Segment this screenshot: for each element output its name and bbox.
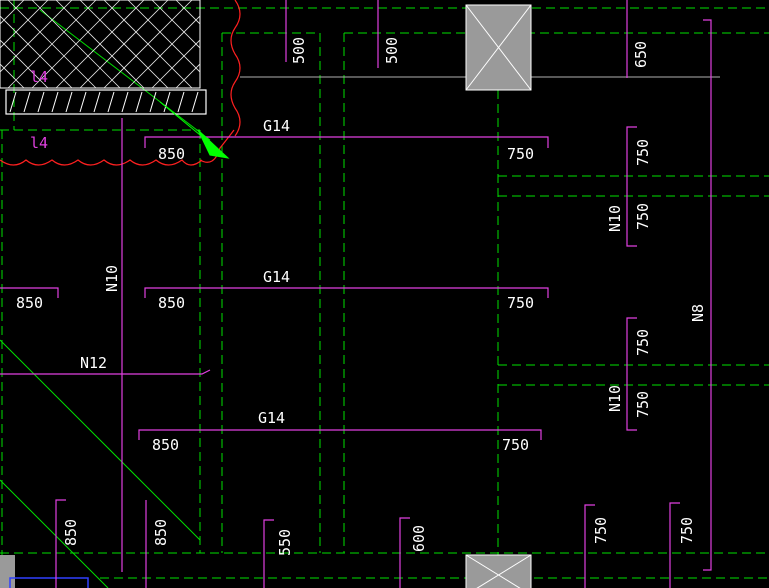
revision-cloud <box>0 0 241 166</box>
hatched-opening <box>0 0 360 115</box>
rebar-left-850 <box>0 287 59 298</box>
dim-850-low: 850 <box>152 436 179 454</box>
label-n10-right-top: N10 <box>606 205 624 232</box>
dim-550: 550 <box>276 529 294 556</box>
dim-850-bl2: 850 <box>152 519 170 546</box>
arrow-shaft <box>159 101 229 159</box>
label-g14-mid: G14 <box>263 268 290 286</box>
hatch-line <box>55 0 145 88</box>
dim-750-b1: 750 <box>592 517 610 544</box>
label-n12: N12 <box>80 354 107 372</box>
hatch-line <box>272 0 360 88</box>
stair-line <box>23 91 31 113</box>
stair-line <box>65 91 73 113</box>
rebar-bottom-550 <box>263 519 274 588</box>
dim-500-a: 500 <box>290 37 308 64</box>
rebar-lines <box>0 0 712 588</box>
hatch-line <box>31 0 121 88</box>
dim-650: 650 <box>632 41 650 68</box>
dim-600: 600 <box>410 525 428 552</box>
rebar-bottom-750-b <box>669 502 680 588</box>
stair-line <box>121 91 129 113</box>
hatch-line <box>175 63 200 88</box>
label-l14-upper: l4 <box>30 68 48 86</box>
rebar-g14-mid <box>144 287 549 298</box>
hatch-pattern <box>0 0 360 88</box>
stair-line <box>135 91 143 113</box>
hatch-line <box>175 0 200 25</box>
column-left-edge <box>0 555 15 588</box>
hatch-line <box>0 0 49 49</box>
dim-850-bl1: 850 <box>62 519 80 546</box>
stair-line <box>163 91 171 113</box>
blue-outline <box>9 577 89 588</box>
label-l14-lower: l4 <box>30 134 48 152</box>
hatch-line <box>127 15 200 88</box>
rebar-bottom-750-a <box>584 504 595 588</box>
rebar-n10-right-bottom <box>626 317 637 431</box>
dim-850-left: 850 <box>16 294 43 312</box>
dim-750-r4: 750 <box>634 391 652 418</box>
hatch-line <box>79 0 169 88</box>
labels: l4 l4 G14 G14 G14 N12 N10 N10 N10 N8 <box>30 68 707 427</box>
rebar-bottom-600 <box>399 517 410 588</box>
label-n10-left: N10 <box>103 265 121 292</box>
stair-line <box>191 91 199 113</box>
dimension-labels: 500 500 650 850 750 750 750 850 850 750 … <box>16 37 696 556</box>
revision-cloud-right <box>230 0 241 137</box>
rebar-g14-low <box>138 429 542 440</box>
hatch-line <box>0 63 25 88</box>
dim-850-top: 850 <box>158 145 185 163</box>
hatch-line <box>151 39 200 88</box>
stair-line <box>51 91 59 113</box>
label-n10-right-bottom: N10 <box>606 385 624 412</box>
hatch-line <box>103 0 193 88</box>
diagonal-lines <box>0 9 211 588</box>
hatch-line <box>0 0 73 73</box>
stair-line <box>177 91 185 113</box>
stair-line <box>93 91 101 113</box>
label-g14-top: G14 <box>263 117 290 135</box>
revision-cloud-bottom <box>0 159 203 166</box>
diagonal-line <box>0 479 109 588</box>
stair-line <box>9 91 17 113</box>
diagonal-line <box>39 9 211 141</box>
dim-750-r2: 750 <box>634 203 652 230</box>
stair-line <box>149 91 157 113</box>
dim-750-low: 750 <box>502 436 529 454</box>
columns <box>0 4 532 588</box>
rebar-bottom-850-a <box>55 499 66 588</box>
rebar-g14-top <box>144 136 549 148</box>
hatch-line <box>0 0 25 25</box>
dim-500-b: 500 <box>383 37 401 64</box>
rebar-n8 <box>703 19 712 571</box>
label-g14-low: G14 <box>258 409 285 427</box>
hatch-line <box>272 0 360 88</box>
stair-line <box>107 91 115 113</box>
rebar-n12 <box>0 369 211 375</box>
column-bottom <box>465 554 532 588</box>
dim-750-r3: 750 <box>634 329 652 356</box>
stair-line <box>79 91 87 113</box>
rebar-n10-right-top <box>626 126 637 247</box>
revision-cloud-corner <box>199 129 235 163</box>
hatch-line <box>7 0 97 88</box>
stair-hatch <box>9 91 199 113</box>
dim-750-mid: 750 <box>507 294 534 312</box>
direction-arrow <box>197 129 230 159</box>
dim-750-r1: 750 <box>634 139 652 166</box>
diagonal-line <box>0 339 201 541</box>
dim-750-b2: 750 <box>678 517 696 544</box>
hatch-line <box>199 87 200 88</box>
dim-750-top: 750 <box>507 145 534 163</box>
label-n8: N8 <box>689 304 707 322</box>
dim-850-mid: 850 <box>158 294 185 312</box>
hatch-line <box>199 0 200 1</box>
stair-line <box>37 91 45 113</box>
